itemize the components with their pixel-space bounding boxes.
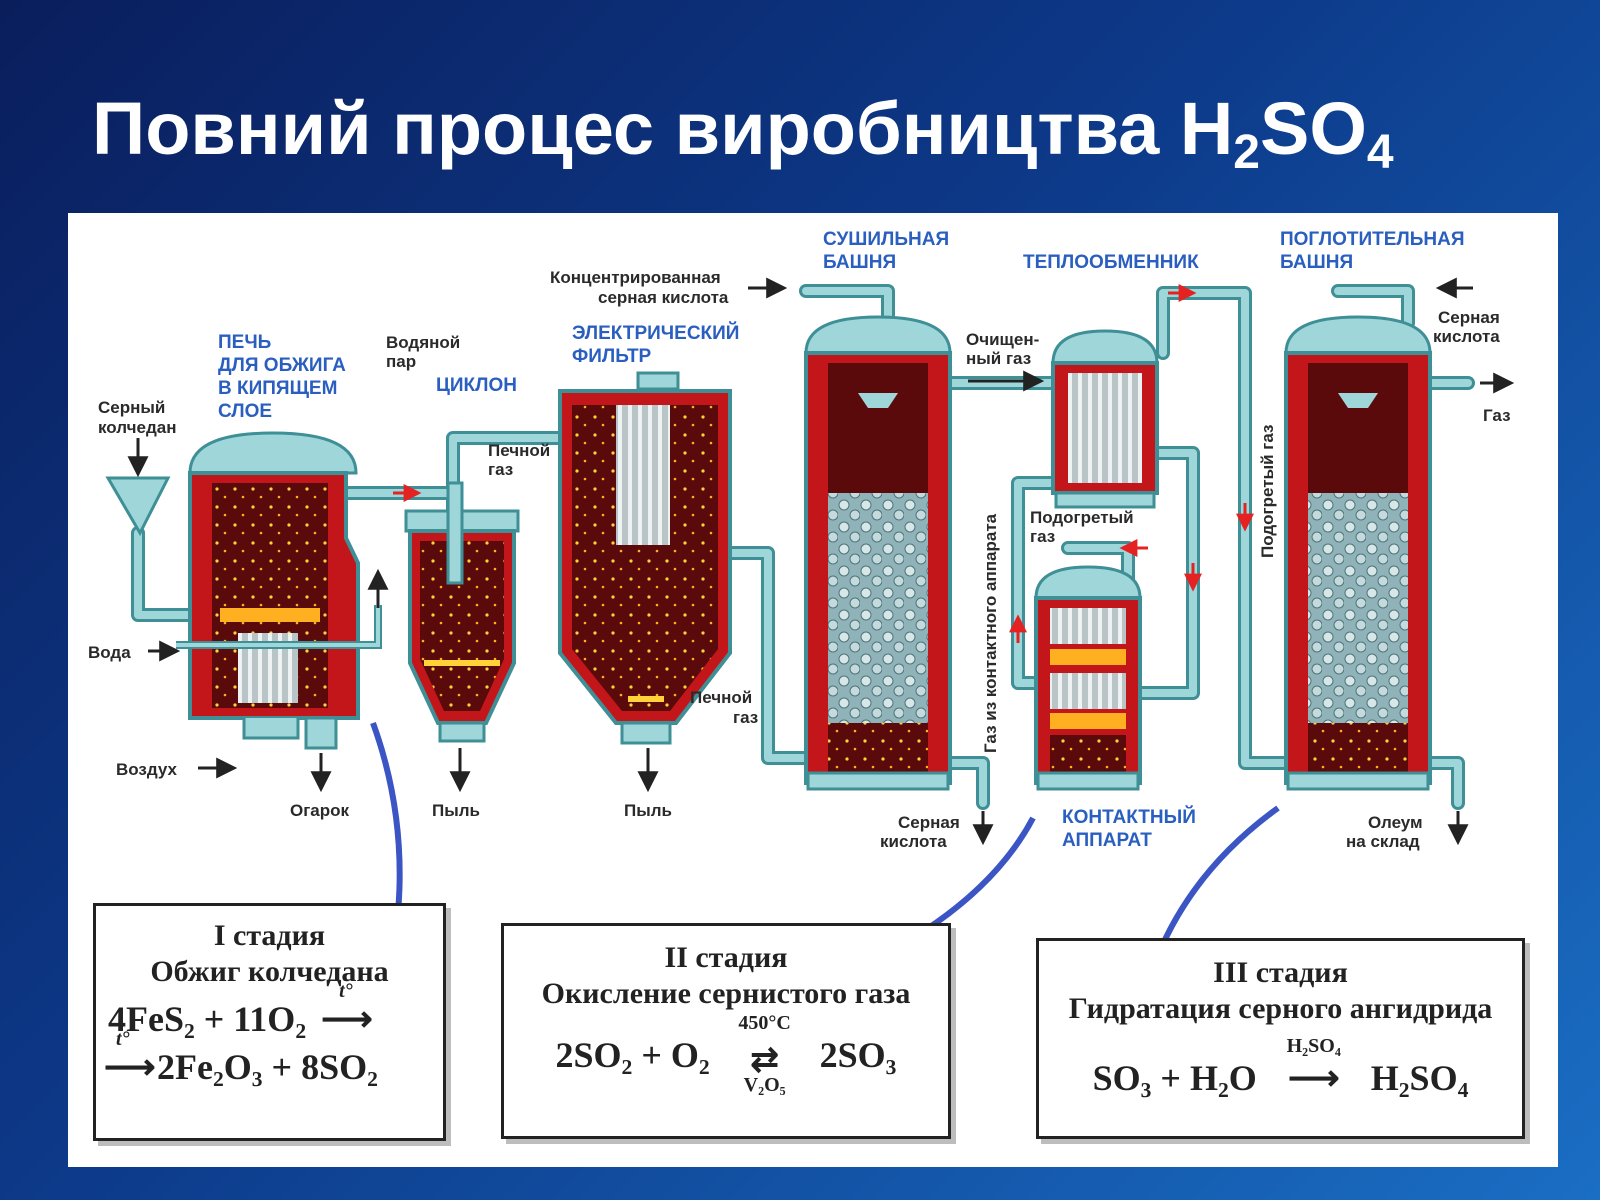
stage-2-equation: 2SO₂ + O₂ 450°C ⇄ V₂O₅ 2SO₃ [504, 1012, 948, 1096]
stage-2-arrow-bottom: V₂O₅ [743, 1073, 786, 1096]
label-oleum-2: на склад [1346, 832, 1420, 851]
label-sernyi-kolchedan-2: колчедан [98, 418, 176, 437]
stage-3-arrow-icon: ⟶ [1287, 1058, 1340, 1098]
label-gaz-out: Газ [1483, 406, 1511, 425]
label-pech-4: СЛОЕ [218, 401, 272, 422]
label-sernaya-kislota-in-2: кислота [1433, 327, 1500, 346]
stage-1-title: I стадия [213, 919, 326, 952]
label-podogretyi-1b: газ [1030, 527, 1055, 546]
hopper [105, 476, 171, 537]
stage-1-arrow-2-icon: ⟶ [104, 1047, 156, 1087]
label-pyl-1: Пыль [432, 801, 480, 820]
stage-2-equilibrium-icon: ⇄ [750, 1041, 779, 1079]
absorption-tower [1284, 315, 1432, 791]
label-pech-2: ДЛЯ ОБЖИГА [218, 355, 346, 376]
heat-exchanger [1051, 329, 1159, 509]
stage-1-eq-right: 2Fe₂O₃ + 8SO₂ [157, 1047, 378, 1087]
stage-1-equation-line-2: t° ⟶ 2Fe₂O₃ + 8SO₂ [104, 1028, 443, 1088]
diagram-panel: Серный колчедан Вода Воздух Огарок ПЕЧЬ … [68, 213, 1558, 1167]
label-pechnoi-gaz-1b: газ [488, 460, 513, 479]
label-kontaktnyi-1: КОНТАКТНЫЙ [1062, 806, 1196, 828]
stage-1-arrow-label-2: t° [116, 1028, 130, 1050]
label-pyl-2: Пыль [624, 801, 672, 820]
stage-1-eq-left: 4FeS₂ + 11O₂ [108, 999, 307, 1039]
label-ochishchennyi-2: ный газ [966, 349, 1031, 368]
label-pogl-bashnya-1: ПОГЛОТИТЕЛЬНАЯ [1280, 229, 1464, 250]
label-teploobmennik: ТЕПЛООБМЕННИК [1023, 252, 1199, 273]
stage-3-equation: SO₃ + H₂O H₂SO₄ ⟶ H₂SO₄ [1039, 1035, 1522, 1099]
contact-apparatus [1034, 565, 1142, 791]
label-vozdukh: Воздух [116, 760, 178, 779]
stage-1-equation-line-1: 4FeS₂ + 11O₂ t° ⟶ [108, 980, 443, 1040]
label-konts-kislota-2: серная кислота [598, 288, 729, 307]
drying-tower [804, 315, 952, 791]
label-pechnoi-gaz-2a: Печной [690, 688, 752, 707]
label-oleum-1: Олеум [1368, 813, 1423, 832]
label-sernaya-kislota-in-1: Серная [1438, 308, 1500, 327]
label-sush-bashnya-2: БАШНЯ [823, 252, 896, 273]
label-ogarok: Огарок [290, 801, 350, 820]
process-diagram: Серный колчедан Вода Воздух Огарок ПЕЧЬ … [88, 229, 1515, 977]
stage-1-subtitle: Обжиг колчедана [150, 955, 389, 988]
dry-acid-out-pipe [941, 756, 990, 810]
label-vodyanoi-par-1: Водяной [386, 333, 460, 352]
stage-2-eq-left: 2SO₂ + O₂ [555, 1035, 710, 1075]
label-podogretyi-1a: Подогретый [1030, 508, 1134, 527]
label-sernyi-kolchedan-1: Серный [98, 398, 165, 417]
flow-arrows [127, 277, 1515, 846]
stage-3-subtitle: Гидратация серного ангидрида [1068, 992, 1493, 1025]
stage-3-eq-left: SO₃ + H₂O [1092, 1058, 1257, 1098]
label-filter-2: ФИЛЬТР [572, 346, 652, 367]
label-filter-1: ЭЛЕКТРИЧЕСКИЙ [572, 322, 739, 344]
label-vodyanoi-par-2: пар [386, 352, 416, 371]
label-pechnoi-gaz-2b: газ [733, 708, 758, 727]
stage-1-box: I стадия Обжиг колчедана 4FeS₂ + 11O₂ t°… [93, 903, 446, 1141]
stage-2-subtitle: Окисление сернистого газа [541, 977, 911, 1010]
label-gaz-iz-kontaktnogo: Газ из контактного аппарата [981, 513, 1000, 753]
gas-flow-arrows [393, 284, 1254, 643]
label-sernaya-kislota-out-2: кислота [880, 832, 947, 851]
stage-2-arrow-top: 450°C [738, 1011, 791, 1034]
stage-3-title: III стадия [1213, 956, 1348, 989]
electric-filter [558, 371, 732, 745]
label-kontaktnyi-2: АППАРАТ [1062, 830, 1152, 851]
label-pech-1: ПЕЧЬ [218, 332, 271, 353]
stage-1-arrow-icon: ⟶ [321, 999, 373, 1039]
label-konts-kislota-1: Концентрированная [550, 268, 721, 287]
label-pech-3: В КИПЯЩЕМ [218, 378, 337, 399]
stage-2-eq-right: 2SO₃ [819, 1035, 897, 1075]
label-tsiklon: ЦИКЛОН [436, 375, 517, 396]
stage-1-arrow-label-1: t° [339, 980, 353, 1002]
label-voda: Вода [88, 643, 131, 662]
label-ochishchennyi-1: Очищен- [966, 330, 1039, 349]
label-pogl-bashnya-2: БАШНЯ [1280, 252, 1353, 273]
oleum-out-pipe [1421, 756, 1465, 810]
furnace [105, 431, 382, 750]
stage-3-arrow-top: H₂SO₄ [1286, 1035, 1341, 1057]
slide-title: Повний процес виробництва H2SO4 [92, 87, 1394, 179]
stage-3-eq-right: H₂SO₄ [1370, 1058, 1469, 1098]
stage-3-box: III стадия Гидратация серного ангидрида … [1036, 938, 1525, 1139]
stage-2-box: II стадия Окисление сернистого газа 2SO₂… [501, 923, 951, 1139]
label-sernaya-kislota-out-1: Серная [898, 813, 960, 832]
stage-2-title: II стадия [664, 941, 788, 974]
cyclone [404, 481, 520, 743]
label-sush-bashnya-1: СУШИЛЬНАЯ [823, 229, 949, 250]
diagram-labels: Серный колчедан Вода Воздух Огарок ПЕЧЬ … [88, 229, 1511, 851]
label-podogretyi-2: Подогретый газ [1258, 425, 1277, 558]
label-pechnoi-gaz-1a: Печной [488, 441, 550, 460]
